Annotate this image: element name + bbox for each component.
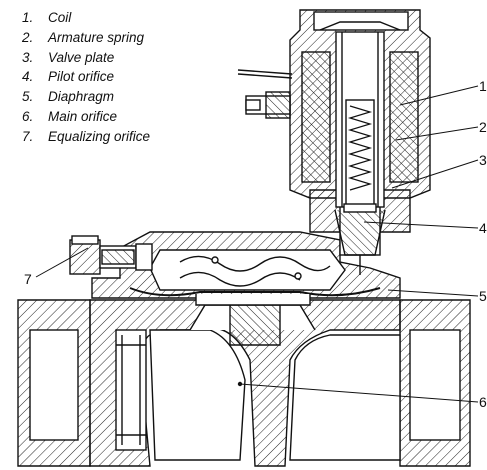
diaphragm xyxy=(129,287,381,306)
legend-item: 1.Coil xyxy=(22,10,72,25)
legend-item: 3.Valve plate xyxy=(22,49,115,65)
equalizing-orifice-fitting xyxy=(69,235,153,275)
callout-valve-plate: 3 xyxy=(479,152,487,168)
callout-armature-spring: 2 xyxy=(479,119,487,135)
callout-pilot-orifice: 4 xyxy=(479,220,487,236)
callout-diaphragm: 5 xyxy=(479,288,487,304)
parts-legend: 1.Coil 2.Armature spring 3.Valve plate 4… xyxy=(22,8,150,147)
legend-item: 2.Armature spring xyxy=(22,29,145,45)
legend-item: 5.Diaphragm xyxy=(22,89,115,105)
valve-body xyxy=(17,299,471,467)
callout-coil: 1 xyxy=(479,78,487,94)
legend-item: 6.Main orifice xyxy=(22,108,118,124)
legend-item: 4.Pilot orifice xyxy=(22,69,115,85)
coil-housing xyxy=(289,9,431,213)
callout-main-orifice: 6 xyxy=(479,394,487,410)
callout-equalizing-orifice: 7 xyxy=(24,271,32,287)
callout-leaders xyxy=(35,85,479,403)
legend-item: 7.Equalizing orifice xyxy=(22,128,151,144)
electrical-connector xyxy=(237,69,293,119)
